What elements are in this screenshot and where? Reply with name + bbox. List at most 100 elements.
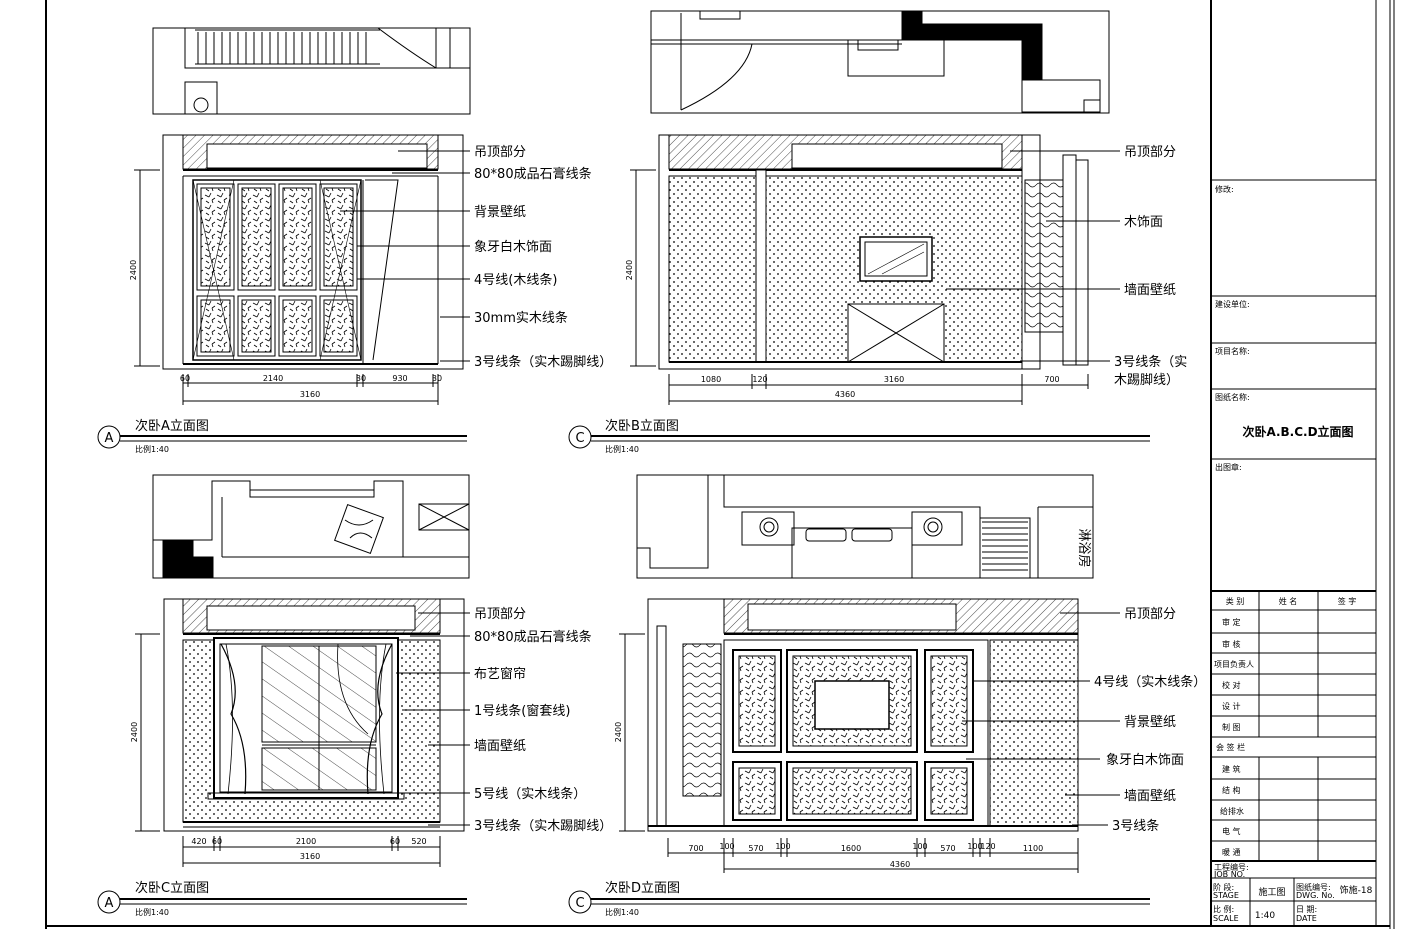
elevation-c-title-block [97,890,467,914]
height-dim-c: 2400 [130,722,139,742]
elevation-a-plan [152,27,471,115]
tb-header-signature: 签 字 [1338,596,1357,606]
scale-a: 比例1:40 [135,444,169,454]
tb-dwg-no-cn: 图纸编号: [1296,882,1331,892]
dim-b-3: 700 [1044,375,1059,384]
label-a-2: 背景壁纸 [474,205,526,220]
label-d-5: 3号线条 [1112,818,1159,834]
label-a-0: 吊顶部分 [474,145,526,160]
label-b-4: 木踢脚线） [1114,372,1179,388]
tb-job-no-en: JOB NO. [1213,870,1245,879]
label-d-2: 背景壁纸 [1124,715,1176,730]
label-c-6: 3号线条（实木踢脚线） [474,818,612,834]
tb-date-en: DATE [1296,914,1317,923]
label-c-0: 吊顶部分 [474,607,526,622]
label-c-5: 5号线（实木线条） [474,786,586,802]
label-c-4: 墙面壁纸 [474,739,526,754]
marker-a: A [105,431,114,446]
dim-d-5: 100 [912,842,927,851]
dim-d-8: 120 [980,842,995,851]
tb-role-draft: 制 图 [1222,722,1241,732]
tb-drawing-name: 次卧A.B.C.D立面图 [1242,424,1353,439]
tb-disc-architecture: 建 筑 [1222,764,1241,774]
sheet-border [45,0,1395,929]
marker-b: C [575,431,584,446]
dim-c-3: 60 [390,837,400,846]
dim-d-4: 1600 [841,844,861,853]
dim-d-9: 1100 [1023,844,1043,853]
elevation-a-text: 吊顶部分 80*80成品石膏线条 背景壁纸 象牙白木饰面 4号线(木线条) 30… [105,145,613,454]
tb-stage-en: STAGE [1213,891,1239,900]
title-block-signoff-grid [1211,590,1376,862]
height-dim-b: 2400 [625,260,634,280]
tb-date-cn: 日 期: [1296,905,1317,914]
elevation-c [97,474,470,914]
tb-stage-value: 施工图 [1258,886,1285,898]
scale-d: 比例1:40 [605,907,639,917]
tb-role-approve: 审 定 [1222,617,1241,627]
tb-scale-en: SCALE [1213,914,1239,923]
label-a-3: 象牙白木饰面 [474,239,552,255]
dim-d-7: 100 [967,842,982,851]
dim-d-2: 570 [748,844,763,853]
title-block-text: 修改: 建设单位: 项目名称: 图纸名称: 次卧A.B.C.D立面图 出图章: … [1213,184,1373,923]
elevation-b-view [630,134,1120,405]
elevation-b-title-block [568,425,1150,449]
tb-scale-value: 1:40 [1255,911,1275,921]
tb-role-design: 设 计 [1222,701,1241,711]
tb-role-pm: 项目负责人 [1214,659,1254,669]
dim-c-1: 60 [212,837,222,846]
height-dim-a: 2400 [129,260,138,280]
elevation-b-text: 吊顶部分 木饰面 墙面壁纸 3号线条（实 木踢脚线） 2400 1080 120… [575,145,1187,454]
label-a-4: 4号线(木线条) [474,272,557,288]
elevation-d-plan [636,474,1094,579]
room-tag-shower: 淋浴房 [1076,528,1092,567]
marker-c: A [105,896,114,911]
tb-dwg-no-value: 饰施-18 [1340,884,1373,896]
label-d-4: 墙面壁纸 [1124,789,1176,804]
plan-a-rail [197,32,367,64]
tb-client: 建设单位: [1215,299,1250,309]
label-c-1: 80*80成品石膏线条 [474,629,592,645]
label-c-2: 布艺窗帘 [474,666,526,682]
elevation-d-view [619,598,1120,873]
dim-c-4: 520 [411,837,426,846]
elevation-a-view [134,134,470,405]
dim-a-4: 30 [432,374,442,383]
scale-c: 比例1:40 [135,907,169,917]
elevation-d-title-block [568,890,1150,914]
tb-header-name: 姓 名 [1279,596,1298,606]
elevation-d [568,474,1150,914]
title-d: 次卧D立面图 [605,880,680,896]
dim-d-6: 570 [940,844,955,853]
label-a-5: 30mm实木线条 [474,310,568,326]
tb-stage-cn: 阶 段: [1213,882,1234,892]
title-a: 次卧A立面图 [135,418,209,434]
dim-a-2: 30 [356,374,366,383]
label-c-3: 1号线条(窗套线) [474,703,570,719]
total-dim-c: 3160 [300,852,320,861]
elevation-c-plan [152,474,470,579]
total-dim-b: 4360 [835,390,855,399]
label-b-1: 木饰面 [1124,215,1163,230]
dim-b-0: 1080 [701,375,721,384]
height-dim-d: 2400 [614,722,623,742]
dim-b-2: 3160 [884,375,904,384]
plan-d-closet-rails [982,521,1028,571]
tb-drawing-name-label: 图纸名称: [1215,392,1250,402]
tb-scale-cn: 比 例: [1213,904,1234,914]
elevation-b [568,10,1150,449]
title-block-footer-grid [1211,877,1376,926]
elevation-a [97,27,471,449]
tb-revision: 修改: [1215,184,1234,194]
dim-a-3: 930 [392,374,407,383]
tb-disc-electrical: 电 气 [1222,826,1241,836]
scale-b: 比例1:40 [605,444,639,454]
dim-a-0: 60 [180,374,190,383]
dim-d-1: 100 [719,842,734,851]
tb-role-check: 校 对 [1222,680,1241,690]
label-b-0: 吊顶部分 [1124,145,1176,160]
tb-disc-structure: 结 构 [1222,785,1241,795]
title-c: 次卧C立面图 [135,880,209,896]
label-b-3: 3号线条（实 [1114,354,1187,370]
